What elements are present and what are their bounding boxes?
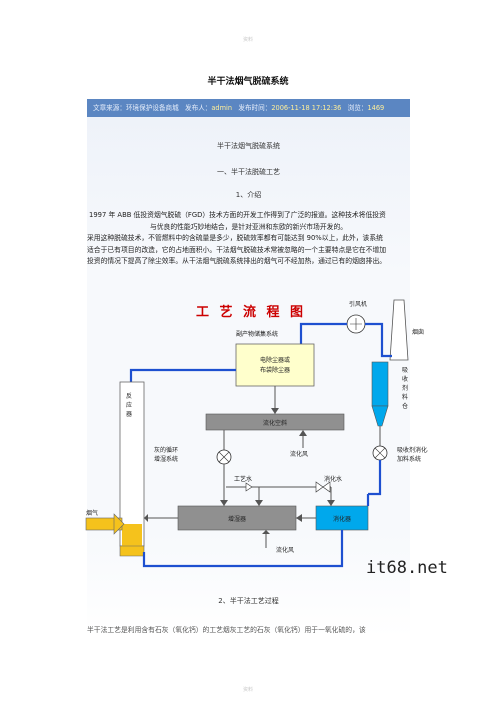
- process-flow-diagram: 工 艺 流 程 图 烟囱 引风机 副产物储集系统 电除尘器或 布袋除尘器 反 应…: [85, 299, 428, 568]
- humidifier-label: 增湿器: [228, 515, 246, 523]
- author-label: 发布人：: [185, 104, 212, 112]
- chimney-icon: [389, 299, 409, 361]
- reactor-label-1: 反: [126, 392, 132, 400]
- reactor-label-3: 器: [126, 411, 132, 418]
- document-title: 半干法烟气脱硫系统: [207, 77, 289, 87]
- page-watermark-bottom: 资料: [242, 687, 253, 693]
- byproduct-label: 副产物储集系统: [236, 330, 278, 338]
- absorbent-bin-label-4: 料: [402, 393, 408, 401]
- ash-recycle-label-1: 灰的循环: [154, 446, 178, 454]
- section-heading-2: 2、半干法工艺过程: [218, 597, 279, 605]
- paragraph-2-line-1: 采用这种脱硫技术，不管燃料中的含硫量是多少，脱硫效率都有可能达到 90%以上，此…: [87, 234, 383, 242]
- absorbent-bin-label-1: 吸: [402, 367, 408, 374]
- article-meta-bar: 文章来源：环境保护设备商城 发布人：admin 发布时间：2006-11-18 …: [87, 99, 410, 117]
- time-value: 2006-11-18 17:12:36: [271, 104, 342, 112]
- page-watermark-top: 资料: [242, 37, 253, 43]
- absorbent-bin: [371, 361, 389, 407]
- flue-gas-label: 烟气: [86, 509, 98, 517]
- digester-label: 消化器: [333, 515, 351, 523]
- digest-water-label: 消化水: [324, 475, 342, 483]
- paragraph-1-line-1: 1997 年 ABB 低投资烟气脱硫（FGD）技术方面的开发工作得到了广泛的报道…: [89, 211, 386, 219]
- ash-recycle-label-2: 增湿系统: [154, 455, 178, 463]
- absorbent-feed-label-2: 加料系统: [397, 455, 421, 463]
- reactor-label-2: 应: [126, 401, 132, 409]
- diagram-title: 工 艺 流 程 图: [196, 304, 306, 320]
- views-label: 浏览：: [347, 104, 368, 112]
- paragraph-1-line-2: 与优良的性能巧妙地结合，是针对亚洲和东欧的新兴市场开发的。: [149, 222, 348, 231]
- process-water-valve: [245, 482, 253, 492]
- absorbent-bin-label-5: 仓: [402, 402, 408, 410]
- process-water-label: 工艺水: [234, 475, 252, 483]
- paragraph-1: 1997 年 ABB 低投资烟气脱硫（FGD）技术方面的开发工作得到了广泛的报道…: [87, 210, 410, 233]
- fluid-air-label-2: 流化风: [276, 546, 294, 554]
- section-heading-1: 一、半干法脱硫工艺: [217, 168, 280, 176]
- paragraph-2-line-2: 适合于已有项目的改造，它的占地面积小。干法烟气脱硫技术常被忽略的一个主要特点是它…: [87, 245, 387, 254]
- author-value[interactable]: admin: [211, 104, 233, 112]
- site-watermark: it68.net: [366, 558, 448, 578]
- chimney-label: 烟囱: [412, 328, 424, 336]
- views-value: 1469: [367, 104, 385, 112]
- pipe-to-chimney: [365, 322, 392, 358]
- absorbent-feed-label-1: 吸收剂消化、: [397, 446, 428, 454]
- fan-label: 引风机: [349, 300, 367, 308]
- paragraph-2-line-3: 投资的情况下提高了除尘效率。从干法烟气脱硫系统排出的烟气可不经加热，通过已有的烟…: [87, 257, 387, 265]
- time-label: 发布时间：: [238, 104, 272, 112]
- fluid-air-label-1: 流化风: [290, 450, 308, 458]
- paragraph-3-partial: 半干法工艺是利用含有石灰（氧化钙）的工艺烟灰工艺的石灰（氧化钙）用于一氧化硫的，…: [87, 626, 366, 634]
- source-label: 文章来源：: [93, 104, 126, 112]
- absorbent-bin-label-2: 收: [402, 375, 408, 383]
- precipitator-box: [235, 343, 315, 387]
- pipe-digester-to-reactor: [142, 530, 344, 568]
- reactor-bottom-fill: [122, 524, 142, 546]
- precipitator-label-2: 布袋除尘器: [260, 366, 290, 374]
- precipitator-label-1: 电除尘器或: [260, 356, 290, 364]
- fluidize-slot-label: 流化空斜: [263, 419, 287, 427]
- source-value[interactable]: 环境保护设备商城: [125, 104, 179, 112]
- pipe-reactor-to-precipitator: [129, 368, 236, 382]
- article-subtitle: 半干法烟气脱硫系统: [217, 142, 280, 150]
- pipe-to-fan: [299, 322, 347, 344]
- digest-water-valve: [315, 481, 331, 493]
- absorbent-bin-label-3: 剂: [402, 384, 408, 392]
- paragraph-2: 采用这种脱硫技术，不管燃料中的含硫量是多少，脱硫效率都有可能达到 90%以上，此…: [87, 233, 410, 268]
- subsection-heading-1: 1、介绍: [235, 191, 262, 199]
